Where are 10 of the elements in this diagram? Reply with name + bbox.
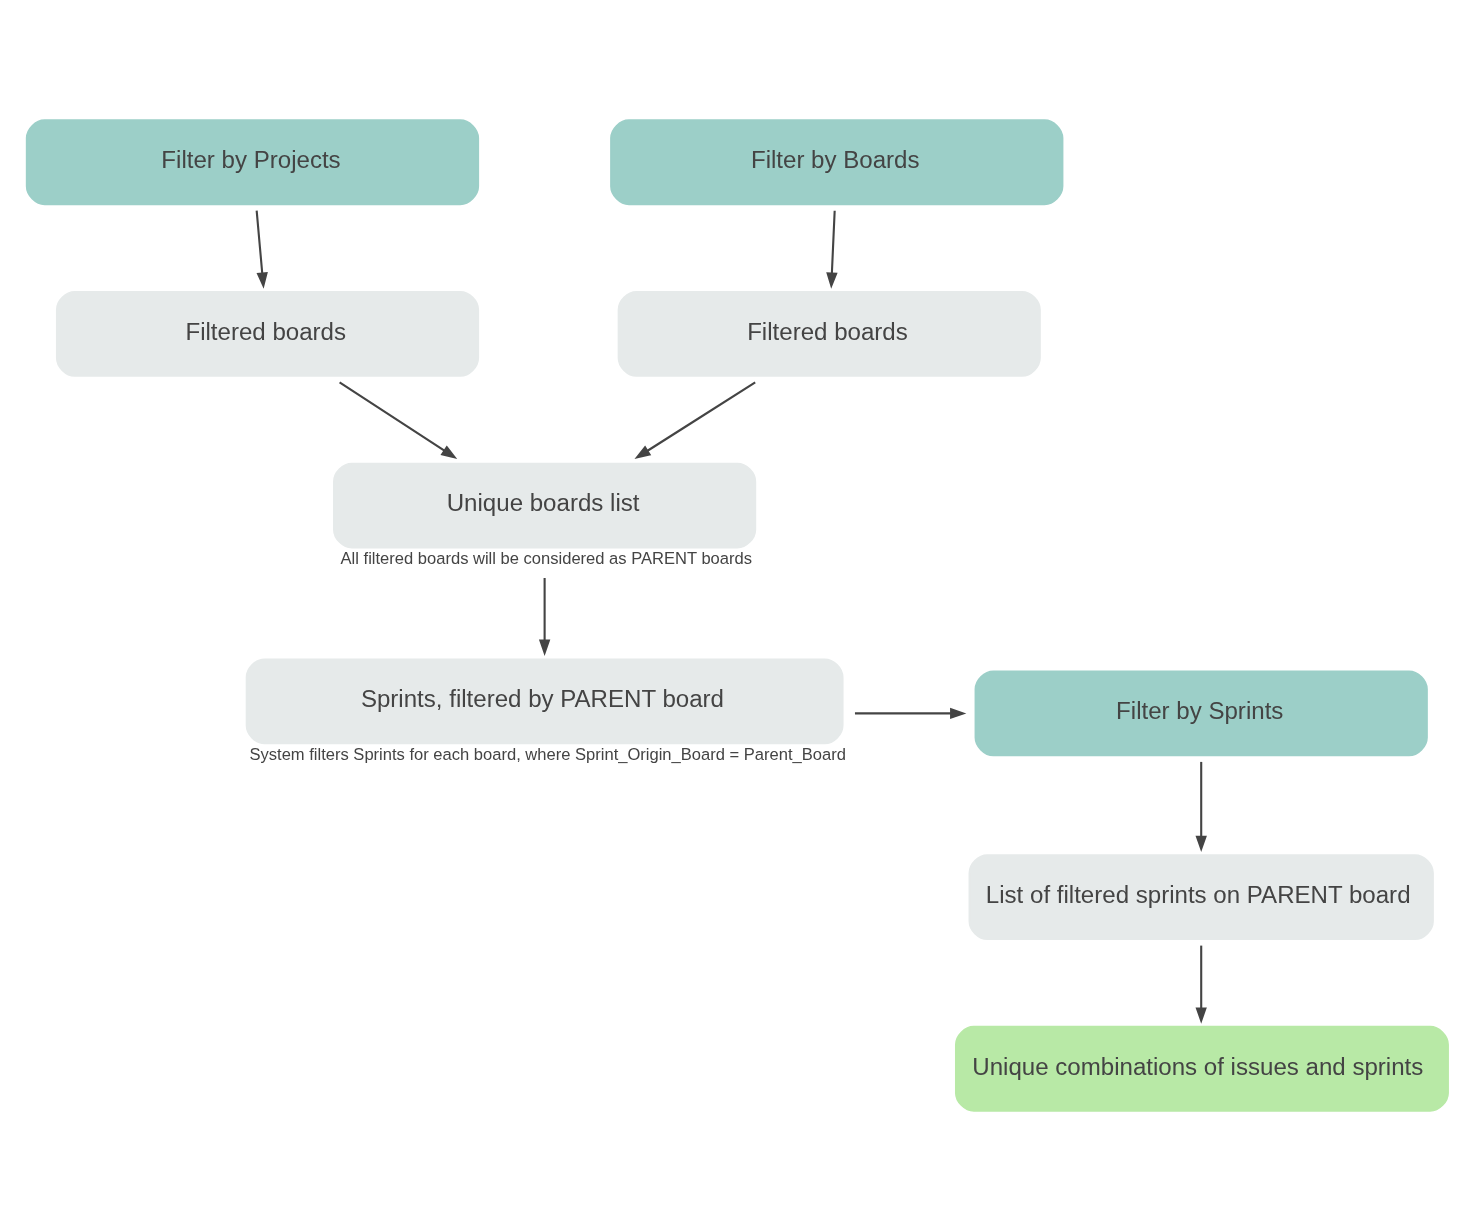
arrow: [826, 210, 838, 289]
arrow: [255, 210, 268, 289]
arrow: [339, 381, 458, 459]
node-label: System filters Sprints for each board, where Sprint_Origin_Board = Parent_Board: [249, 744, 846, 764]
arrow: [538, 577, 551, 656]
node-label: All filtered boards will be considered as PARENT boards: [340, 548, 752, 568]
arrow: [854, 707, 967, 719]
arrow: [1195, 945, 1207, 1024]
arrow: [634, 381, 756, 459]
arrow: [1195, 761, 1207, 852]
